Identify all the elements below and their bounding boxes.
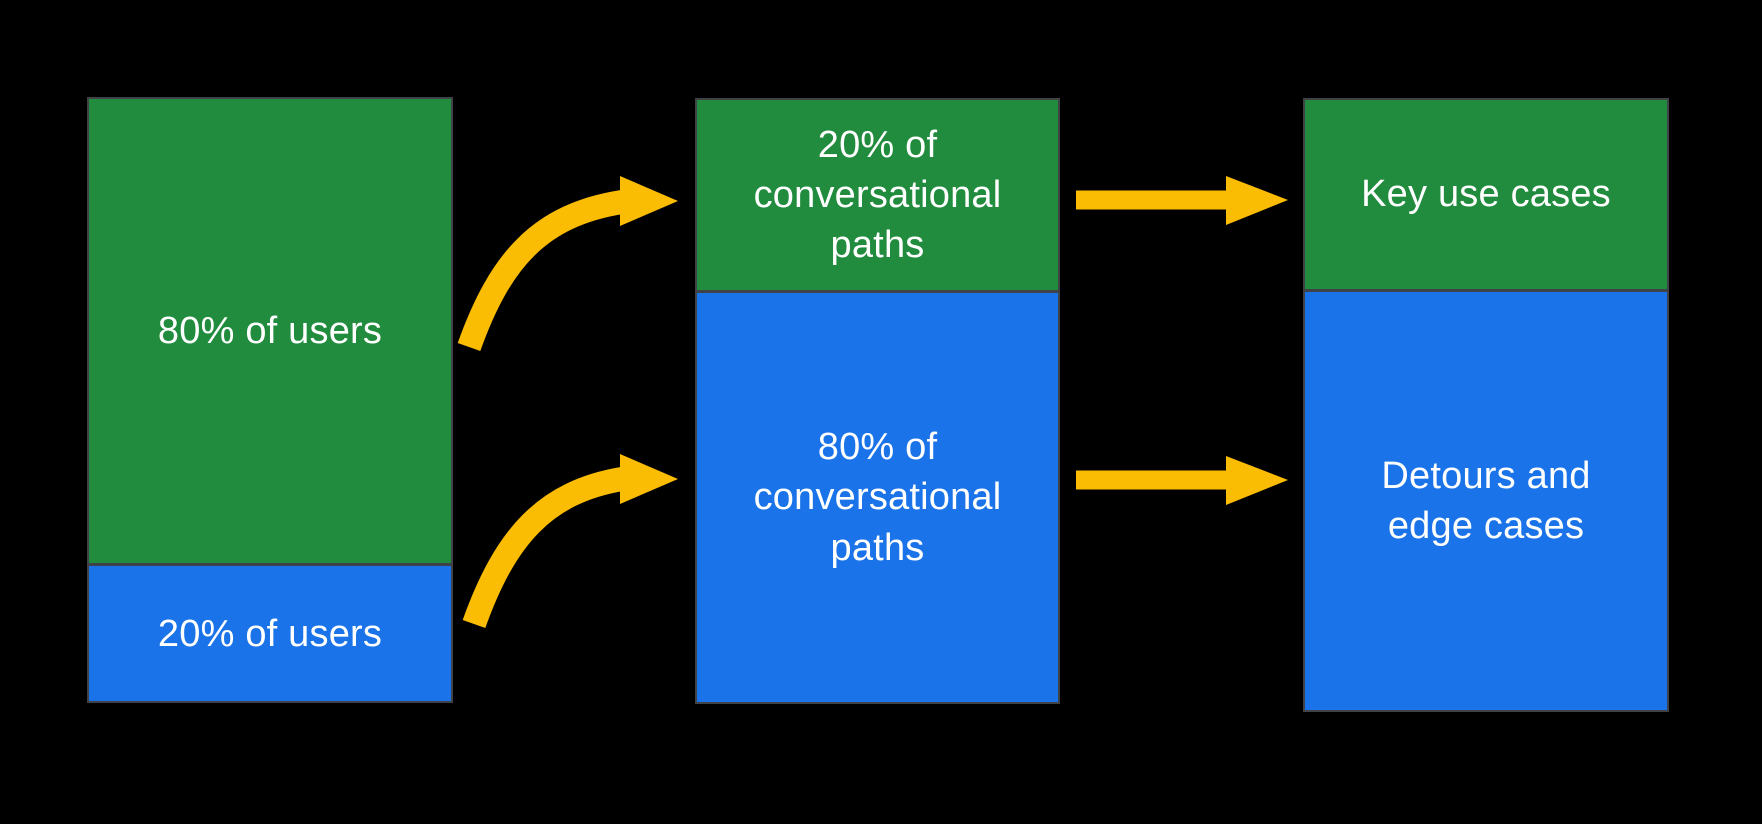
column-focus-areas: Key use cases Detours and edge cases	[1303, 98, 1669, 712]
segment-80-of-users-label: 80% of users	[157, 310, 383, 353]
segment-80-of-paths-label: 80% of conversational paths	[753, 426, 1002, 569]
curved-arrow-top-icon	[457, 176, 678, 352]
segment-detours-edge-cases-label: Detours and edge cases	[1381, 454, 1591, 547]
segment-20-of-paths-label: 20% of conversational paths	[753, 123, 1002, 267]
segment-20-of-users-label: 20% of users	[157, 612, 383, 655]
curved-arrow-bottom-icon	[462, 454, 678, 629]
segment-key-use-cases: Key use cases	[1305, 100, 1667, 289]
column-conversational-paths: 20% of conversational paths 80% of conve…	[695, 98, 1060, 704]
column-users: 80% of users 20% of users	[87, 97, 453, 703]
straight-arrow-top-icon	[1076, 176, 1288, 225]
segment-20-of-paths: 20% of conversational paths	[697, 100, 1058, 290]
segment-key-use-cases-label: Key use cases	[1361, 173, 1611, 216]
segment-20-of-users: 20% of users	[89, 563, 451, 701]
segment-80-of-paths: 80% of conversational paths	[697, 289, 1058, 702]
straight-arrow-bottom-icon	[1076, 456, 1288, 505]
segment-80-of-users: 80% of users	[89, 99, 451, 564]
segment-detours-edge-cases: Detours and edge cases	[1305, 288, 1667, 710]
